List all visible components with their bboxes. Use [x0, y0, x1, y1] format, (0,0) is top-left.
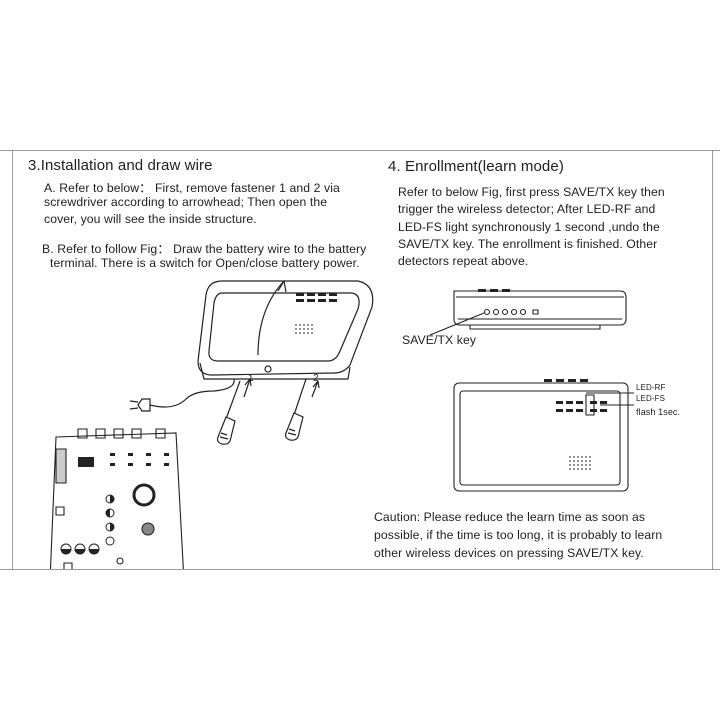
section3-line-a3: cover, you will see the inside structure…	[44, 212, 257, 226]
caution-line-2: possible, if the time is too long, it is…	[374, 528, 663, 542]
section3-line-b2: terminal. There is a switch for Open/clo…	[50, 256, 360, 270]
device-open-illustration	[120, 276, 390, 466]
left-rule	[12, 151, 13, 569]
manual-page: 3.Installation and draw wire A. Refer to…	[0, 150, 720, 570]
section4-heading: 4. Enrollment(learn mode)	[388, 158, 564, 175]
section4-line-1: Refer to below Fig, first press SAVE/TX …	[398, 185, 665, 199]
section4-line-3: LED-FS light synchronously 1 second ,und…	[398, 220, 660, 234]
section4-line-5: detectors repeat above.	[398, 254, 529, 268]
caution-line-3: other wireless devices on pressing SAVE/…	[374, 546, 644, 560]
section3-line-a2: screwdriver according to arrowhead; Then…	[44, 195, 328, 209]
section3-heading: 3.Installation and draw wire	[28, 157, 213, 174]
led-rf-label: LED-RF	[636, 383, 666, 392]
save-tx-key-label: SAVE/TX key	[402, 333, 477, 347]
section4-line-2: trigger the wireless detector; After LED…	[398, 202, 656, 216]
caution-line-1: Caution: Please reduce the learn time as…	[374, 510, 646, 524]
device-front-view	[450, 379, 636, 495]
device-side-view	[444, 289, 634, 333]
fastener-1-label: 1	[248, 373, 254, 384]
circuit-board-illustration	[40, 423, 190, 570]
section4-line-4: SAVE/TX key. The enrollment is finished.…	[398, 237, 658, 251]
fastener-2-label: 2	[313, 373, 319, 384]
section3-line-a1: A. Refer to below： First, remove fastene…	[44, 181, 340, 195]
right-rule	[712, 151, 713, 569]
flash-label: flash 1sec.	[636, 407, 681, 417]
led-fs-label: LED-FS	[636, 394, 666, 403]
section3-line-b1: B. Refer to follow Fig： Draw the battery…	[42, 242, 367, 256]
